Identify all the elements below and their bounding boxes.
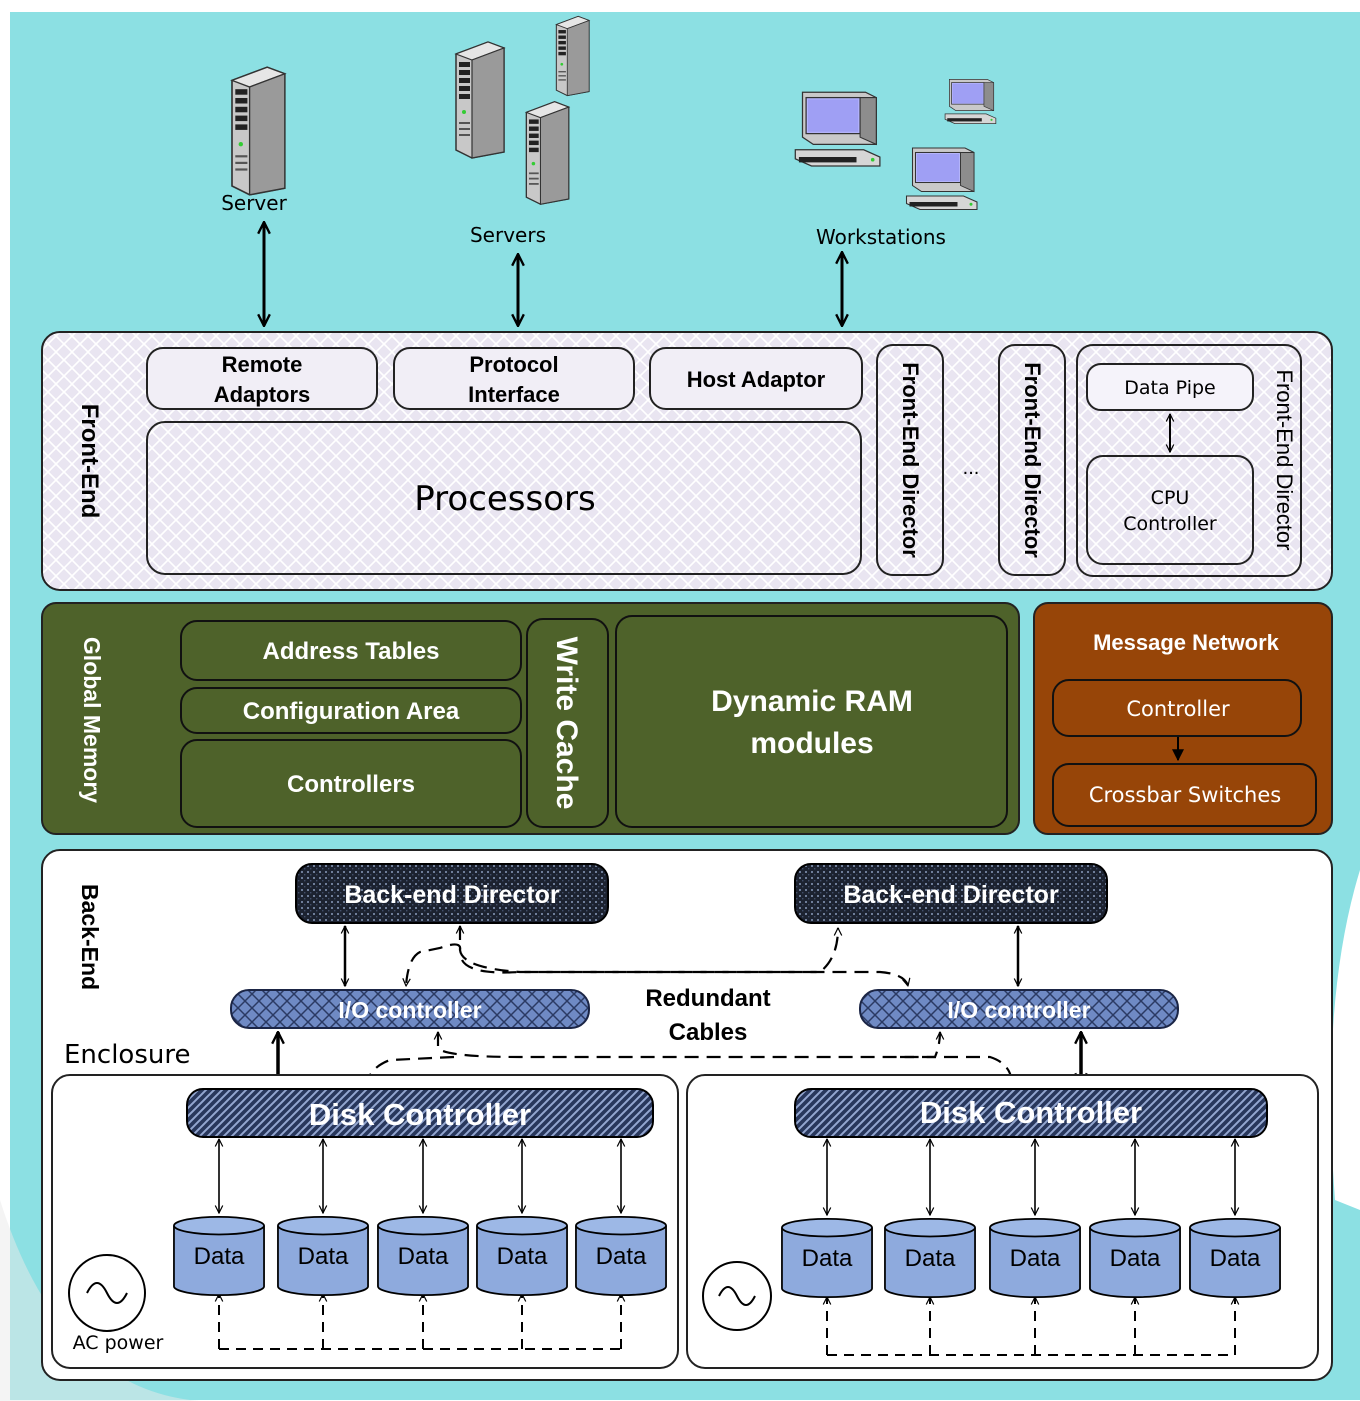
message-network-title: Message Network <box>1093 630 1280 655</box>
data-disk-label: Data <box>802 1245 853 1272</box>
data-disk-label: Data <box>497 1243 548 1270</box>
data-disk-label: Data <box>1210 1245 1261 1272</box>
mn-controller-label: Controller <box>1126 697 1230 721</box>
front-end-director-3-label: Front-End Director <box>1272 370 1297 551</box>
data-disk: Data <box>575 1215 667 1297</box>
workstations-label: Workstations <box>816 225 946 249</box>
crossbar-label: Crossbar Switches <box>1089 783 1281 807</box>
write-cache-box <box>526 618 609 828</box>
controllers-box <box>180 739 522 828</box>
data-disk: Data <box>377 1215 469 1297</box>
dram-line1: Dynamic RAM <box>711 685 913 718</box>
processors-box: Processors <box>146 421 862 575</box>
redundant-cables-line1: Redundant <box>645 985 770 1012</box>
protocol-interface-line1: Protocol <box>469 352 558 377</box>
io-controller-left-label: I/O controller <box>338 997 481 1023</box>
address-tables-box <box>180 620 522 681</box>
disk-controller-left-label: Disk Controller <box>309 1097 531 1132</box>
cpu-controller-line1: CPU <box>1151 487 1190 509</box>
dram-line2: modules <box>750 727 873 760</box>
front-end-director-1-label: Front-End Director <box>898 362 923 558</box>
disk-controller-left <box>186 1088 654 1138</box>
ac-power-icon-left <box>68 1254 146 1332</box>
data-disk: Data <box>1089 1217 1181 1299</box>
server-icon <box>231 66 286 196</box>
cpu-controller-box <box>1086 455 1254 565</box>
dram-box <box>615 615 1008 828</box>
protocol-interface-box: Protocol Interface <box>393 347 635 410</box>
data-pipe-label: Data Pipe <box>1124 377 1215 399</box>
remote-adaptors-line2: Adaptors <box>214 382 311 407</box>
crossbar-box <box>1052 763 1317 827</box>
ac-power-label: AC power <box>73 1332 164 1354</box>
front-end-label: Front-End <box>76 404 103 519</box>
host-adaptor-box: Host Adaptor <box>649 347 863 410</box>
message-network-section: Message Network Controller Crossbar Swit… <box>1033 602 1333 835</box>
data-disk: Data <box>989 1217 1081 1299</box>
ac-power-icon-right <box>702 1261 772 1331</box>
enclosure-right: Disk Controller Data Data Data Data Data <box>686 1074 1319 1369</box>
data-disk: Data <box>781 1217 873 1299</box>
global-memory-label: Global Memory <box>79 637 105 803</box>
back-end-director-left-label: Back-end Director <box>344 881 560 909</box>
controllers-label: Controllers <box>287 771 415 798</box>
data-disk: Data <box>1189 1217 1281 1299</box>
configuration-area-box <box>180 687 522 734</box>
data-disk-label: Data <box>1110 1245 1161 1272</box>
front-end-director-1: Front-End Director <box>876 344 944 576</box>
data-disk: Data <box>277 1215 369 1297</box>
data-disk-label: Data <box>905 1245 956 1272</box>
disk-controller-right <box>794 1088 1268 1138</box>
back-end-director-right-label: Back-end Director <box>843 881 1059 909</box>
data-disk-label: Data <box>596 1243 647 1270</box>
global-memory-section: Global Memory Address Tables Configurati… <box>41 602 1020 835</box>
configuration-area-label: Configuration Area <box>243 698 460 725</box>
enclosure-label: Enclosure <box>64 1040 190 1070</box>
processors-label: Processors <box>414 479 595 519</box>
front-end-director-2: Front-End Director <box>998 344 1066 576</box>
back-end-director-left <box>295 863 609 924</box>
servers-label: Servers <box>470 223 546 247</box>
io-controller-left <box>230 989 590 1029</box>
mn-controller-box <box>1052 679 1302 737</box>
data-disk-label: Data <box>194 1243 245 1270</box>
data-disk-label: Data <box>298 1243 349 1270</box>
remote-adaptors-line1: Remote <box>222 352 303 377</box>
front-end-section: Front-End Remote Adaptors Protocol Inter… <box>41 331 1333 591</box>
data-disk-label: Data <box>398 1243 449 1270</box>
write-cache-label: Write Cache <box>550 637 583 810</box>
back-end-director-right <box>794 863 1108 924</box>
address-tables-label: Address Tables <box>263 638 440 665</box>
front-end-director-2-label: Front-End Director <box>1020 362 1045 558</box>
disk-controller-right-label: Disk Controller <box>920 1095 1142 1130</box>
io-controller-right-label: I/O controller <box>947 997 1090 1023</box>
server-label: Server <box>221 191 287 215</box>
data-disk: Data <box>884 1217 976 1299</box>
data-disk: Data <box>476 1215 568 1297</box>
data-disk: Data <box>173 1215 265 1297</box>
front-end-director-3: Front-End Director Data Pipe CPU Control… <box>1076 344 1302 577</box>
host-adaptor-label: Host Adaptor <box>687 367 826 392</box>
cpu-controller-line2: Controller <box>1123 513 1217 535</box>
protocol-interface-line2: Interface <box>468 382 560 407</box>
remote-adaptors-box: Remote Adaptors <box>146 347 378 410</box>
io-controller-right <box>859 989 1179 1029</box>
back-end-section: Back-End Back-end Director Back-end Dire… <box>41 849 1333 1381</box>
data-disk-label: Data <box>1010 1245 1061 1272</box>
back-end-label: Back-End <box>77 884 103 990</box>
directors-ellipsis: ... <box>963 457 980 479</box>
enclosure-left: Disk Controller Data Data Data Data Data AC … <box>51 1074 679 1369</box>
data-pipe-box <box>1086 363 1254 411</box>
redundant-cables-line2: Cables <box>669 1019 748 1046</box>
